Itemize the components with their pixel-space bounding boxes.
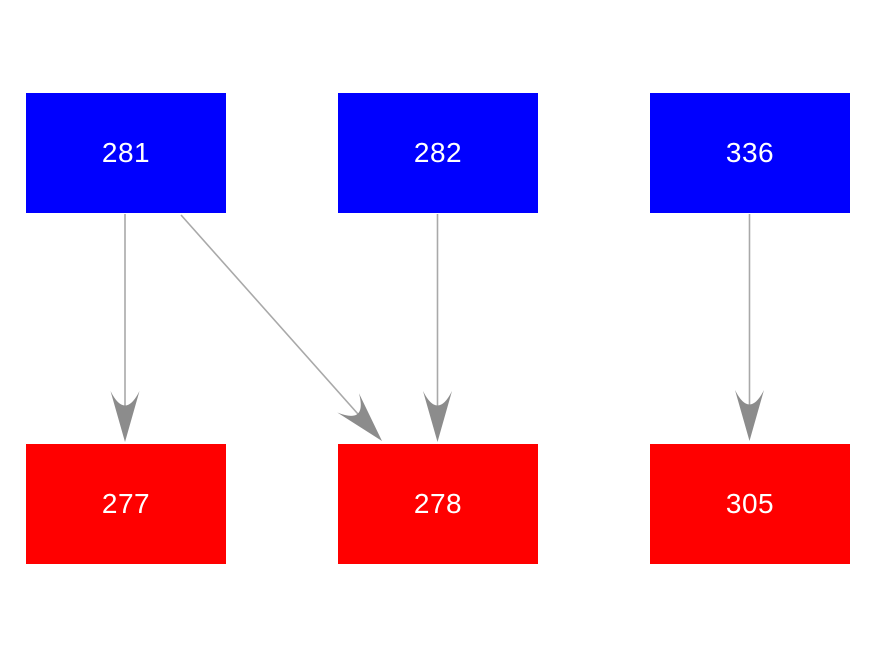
arrowhead-icon [337, 393, 382, 441]
node-282: 282 [338, 93, 538, 213]
node-label: 277 [101, 488, 151, 519]
node-label: 336 [725, 137, 775, 168]
node-281: 281 [26, 93, 226, 213]
node-label: 278 [413, 488, 463, 519]
node-278: 278 [338, 444, 538, 564]
node-label: 305 [725, 488, 775, 519]
arrowhead-icon [110, 391, 140, 442]
arrowhead-icon [735, 390, 764, 441]
node-305: 305 [650, 444, 850, 564]
edge-line-281-278 [180, 214, 361, 417]
node-336: 336 [650, 93, 850, 213]
arrowhead-icon [423, 391, 452, 442]
node-label: 282 [413, 137, 463, 168]
node-277: 277 [26, 444, 226, 564]
node-label: 281 [101, 137, 151, 168]
